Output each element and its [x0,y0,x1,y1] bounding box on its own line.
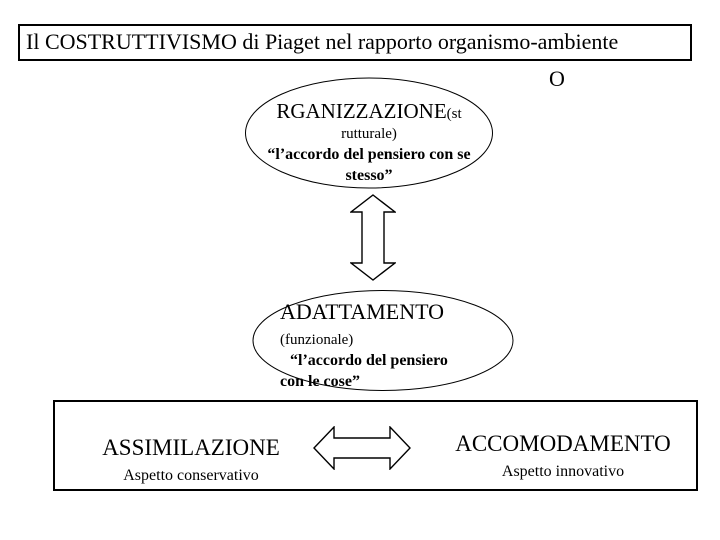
adaptation-qualifier: (funzionale) [280,332,354,348]
organization-overflow-letter: O [549,66,565,91]
organization-quote-line2: stesso” [345,167,393,184]
adaptation-ellipse-shape [252,290,514,391]
assimilation-title: ASSIMILAZIONE [102,435,280,460]
organization-ellipse-shape [245,77,493,189]
organization-qualifier-wrap: rutturale) [341,126,397,142]
assimilation-accommodation-box: ASSIMILAZIONE Aspetto conservativo ACCOM… [53,400,698,491]
organization-name: RGANIZZAZIONE [276,99,447,123]
organization-name-line: RGANIZZAZIONE(st [245,98,493,124]
slide-title-text: Il COSTRUTTIVISMO di Piaget nel rapporto… [26,29,619,54]
accommodation-title: ACCOMODAMENTO [455,431,671,456]
adaptation-name: ADATTAMENTO [280,299,445,324]
adaptation-text-block: ADATTAMENTO (funzionale) “l’accordo del … [280,299,516,392]
horizontal-double-arrow-icon [313,426,411,470]
organization-text-block: RGANIZZAZIONE(st rutturale) “l’accordo d… [245,98,493,186]
adaptation-quote-line2: con le cose” [280,373,360,390]
slide-title: Il COSTRUTTIVISMO di Piaget nel rapporto… [18,24,692,61]
assimilation-subtitle: Aspetto conservativo [123,467,259,484]
organization-qualifier-start: (st [446,106,462,122]
vertical-double-arrow-icon [350,194,396,281]
assimilation-block: ASSIMILAZIONE Aspetto conservativo [55,436,327,485]
adaptation-quote-line1: “l’accordo del pensiero [290,352,448,369]
accommodation-subtitle: Aspetto innovativo [501,463,625,480]
accommodation-block: ACCOMODAMENTO Aspetto innovativo [438,432,688,481]
organization-quote-line1: “l’accordo del pensiero con se [267,146,471,163]
